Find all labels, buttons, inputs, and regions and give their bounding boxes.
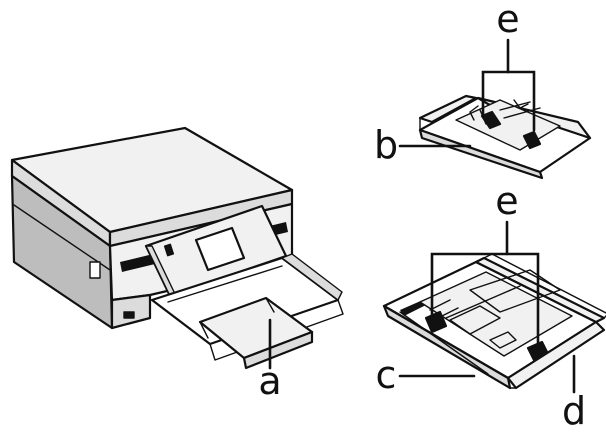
printer-illustration	[10, 126, 344, 370]
paper-cassette	[382, 253, 606, 390]
callout-d: d	[562, 389, 586, 433]
lcd-screen	[194, 226, 246, 272]
output-tray	[150, 253, 344, 370]
leader-lines	[268, 38, 576, 394]
callout-labels: a b c d e e	[258, 0, 586, 433]
callout-e-top: e	[496, 0, 519, 41]
control-panel	[144, 204, 288, 298]
callout-e-bottom: e	[495, 179, 518, 223]
photo-paper-cassette	[418, 94, 592, 180]
callout-a: a	[258, 359, 281, 403]
edge-guide-right	[522, 130, 542, 150]
edge-guide-left	[480, 110, 502, 130]
callout-b: b	[374, 123, 398, 167]
callout-c: c	[376, 353, 397, 397]
